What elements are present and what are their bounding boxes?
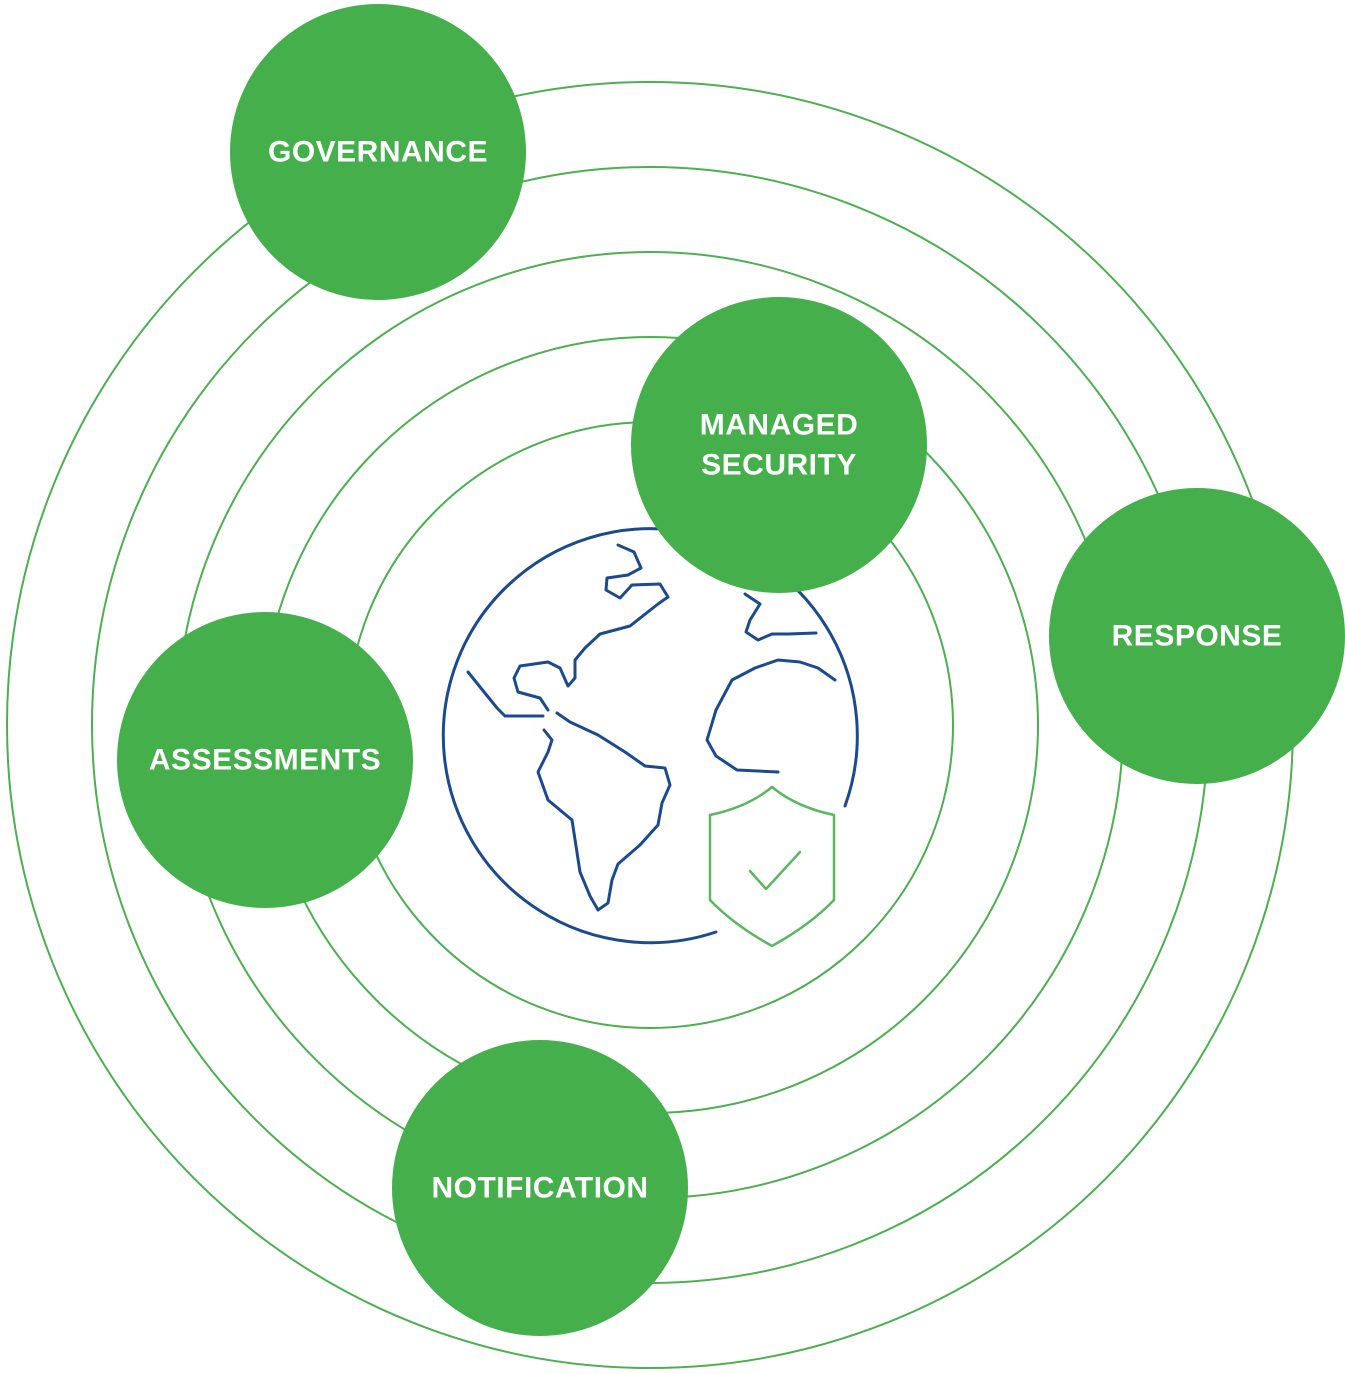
node-circle — [1049, 488, 1345, 784]
node-circle — [631, 297, 927, 593]
node-label: GOVERNANCE — [268, 136, 488, 169]
node-assessments: ASSESSMENTS — [117, 612, 413, 908]
shield-icon — [708, 785, 836, 948]
node-managed-security: MANAGED SECURITY — [631, 297, 927, 593]
globe-outline — [441, 527, 859, 945]
globe-with-shield-check-icon — [441, 527, 859, 948]
check-icon — [748, 850, 802, 891]
node-circle — [230, 4, 526, 300]
node-label: NOTIFICATION — [431, 1172, 648, 1205]
node-label: SECURITY — [701, 449, 857, 482]
node-notification: NOTIFICATION — [392, 1040, 688, 1336]
node-label: MANAGED — [700, 409, 859, 442]
node-label: ASSESSMENTS — [149, 744, 381, 777]
node-circle — [392, 1040, 688, 1336]
node-label: RESPONSE — [1112, 620, 1283, 653]
node-governance: GOVERNANCE — [230, 4, 526, 300]
node-response: RESPONSE — [1049, 488, 1345, 784]
continents — [466, 543, 837, 912]
node-circle — [117, 612, 413, 908]
